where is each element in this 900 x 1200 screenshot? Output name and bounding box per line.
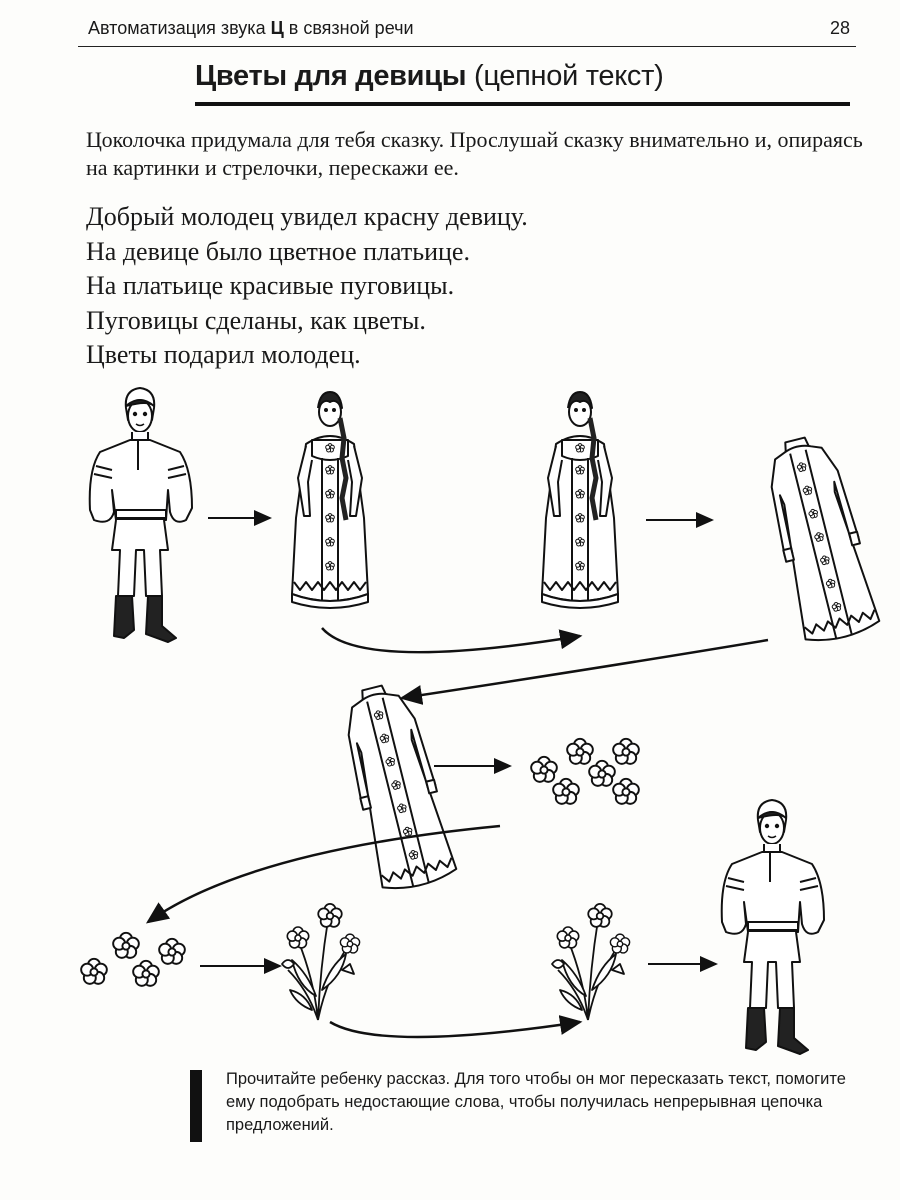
title-underline	[195, 102, 850, 106]
story-line: Пуговицы сделаны, как цветы.	[86, 305, 426, 335]
note-text: Прочитайте ребенку рассказ. Для того что…	[226, 1070, 846, 1134]
title-main: Цветы для девицы	[195, 60, 467, 92]
dress-picture	[758, 431, 881, 646]
picture-chain	[80, 387, 900, 1055]
page-title: Цветы для девицы (цепной текст)	[195, 60, 855, 106]
maiden-figure	[542, 392, 618, 608]
flowers-group	[80, 931, 186, 987]
flowers-group	[530, 737, 640, 805]
maiden-figure	[292, 392, 368, 608]
arrow	[321, 627, 583, 654]
running-header: Автоматизация звука Ц в связной речи 28	[78, 14, 856, 47]
story-line: На платьице красивые пуговицы.	[86, 271, 455, 300]
young-man-figure	[720, 799, 825, 1055]
arrow	[145, 824, 501, 924]
title-subtitle: (цепной текст)	[466, 60, 664, 92]
bouquet-picture	[552, 904, 630, 1020]
page-number: 28	[829, 18, 850, 38]
arrow	[329, 1015, 583, 1039]
story-line: Добрый молодец увидел красну девицу.	[86, 202, 528, 231]
running-title: Автоматизация звука Ц в связной речи	[88, 18, 414, 38]
story-line: Цветы подарил молодец.	[86, 340, 361, 369]
young-man-figure	[88, 387, 193, 643]
dress-picture	[335, 679, 458, 894]
intro-text: Цоколочка придумала для тебя сказку. Про…	[86, 127, 863, 180]
bouquet-picture	[282, 904, 360, 1020]
story-text: Добрый молодец увидел красну девицу. На …	[86, 200, 866, 373]
arrow	[399, 638, 769, 705]
story-line: На девице было цветное платьице.	[86, 236, 470, 266]
note-bar	[190, 1070, 202, 1142]
